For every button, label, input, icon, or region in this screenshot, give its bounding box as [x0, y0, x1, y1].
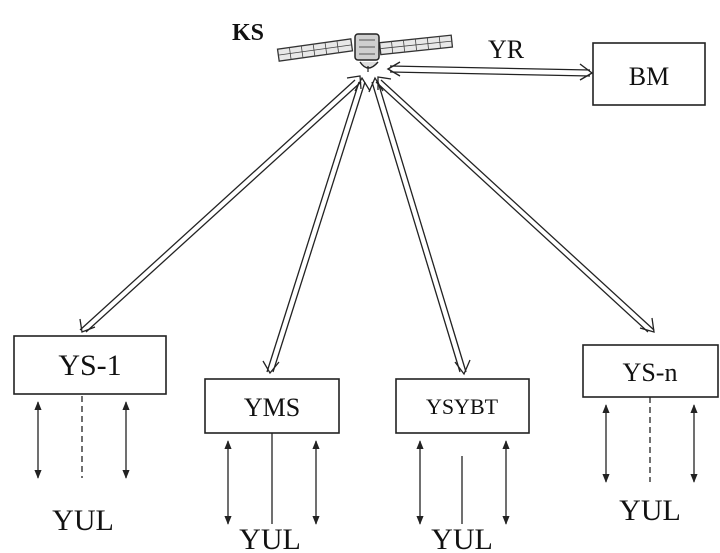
satellite-label: KS: [232, 20, 264, 46]
terminal-label: YUL: [619, 494, 681, 527]
station-label: YSYBT: [426, 394, 499, 419]
terminal-label: YUL: [52, 504, 114, 537]
station-label: YMS: [244, 393, 300, 422]
station-label: YS-n: [623, 358, 678, 387]
terminal-lines-ys1: [34, 396, 130, 479]
station-box-ys1: [13, 335, 167, 395]
terminal-lines-ysn: [602, 397, 698, 483]
terminal-lines-yms: [224, 433, 320, 525]
terminal-label: YUL: [239, 523, 301, 553]
link-label: YR: [488, 35, 525, 64]
yr-link: [386, 61, 594, 81]
control-box-label: BM: [629, 62, 669, 91]
station-box-ysn: [582, 344, 719, 398]
control-box: [592, 42, 706, 106]
terminal-lines-ysybt: [416, 440, 510, 525]
station-box-ysybt: [395, 378, 530, 434]
uplink-ysn: [375, 76, 655, 333]
uplink-ys1: [79, 75, 362, 333]
terminal-label: YUL: [431, 523, 493, 553]
satellite-icon: [276, 33, 454, 72]
station-label: YS-1: [58, 349, 121, 382]
station-box-yms: [204, 378, 340, 434]
uplink-yms: [262, 76, 371, 375]
